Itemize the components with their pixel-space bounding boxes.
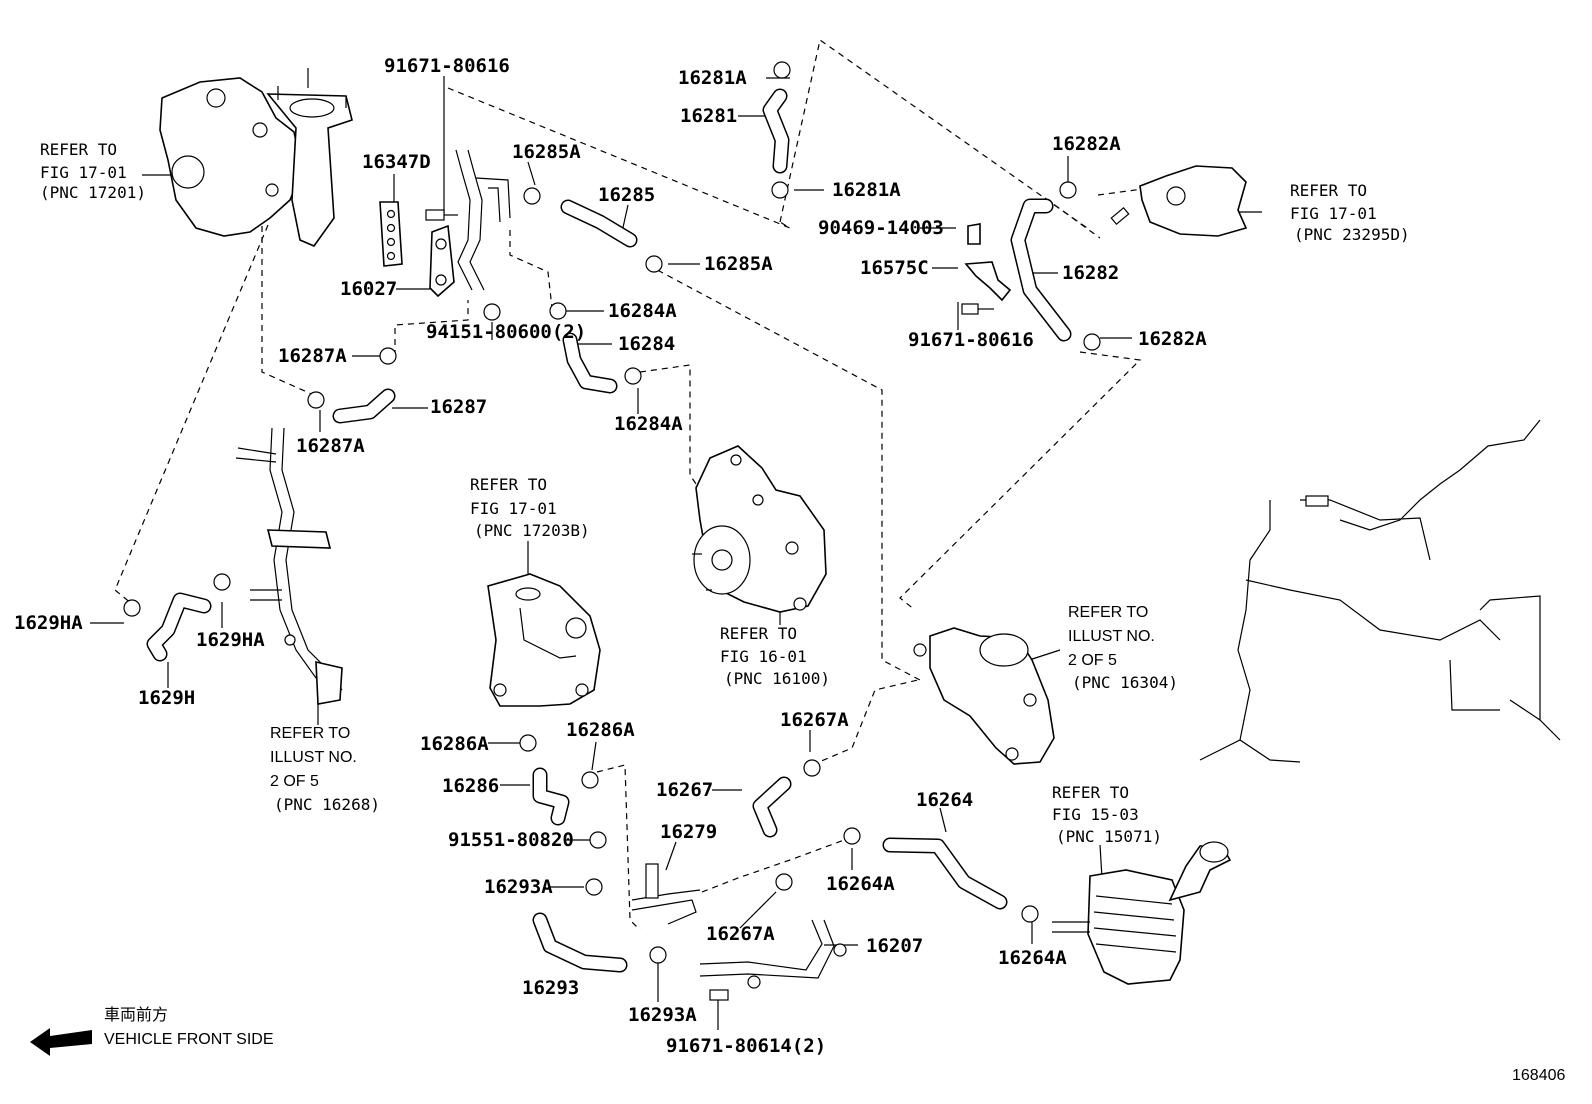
ref-16268-line-2: ILLUST NO. [270,749,357,766]
water-outlet-17203B-part [487,573,601,707]
ref-17201-line-2: FIG 17-01 [40,163,127,182]
label-16282A-top: 16282A [1052,133,1121,155]
label-16284: 16284 [618,333,675,355]
label-16575C: 16575C [860,257,929,279]
label-16293: 16293 [522,977,579,999]
ref-pnc-16304: REFER TO ILLUST NO. 2 OF 5 (PNC 16304) [1068,604,1178,692]
label-16286A-right: 16286A [566,719,635,741]
label-16287: 16287 [430,396,487,418]
ref-16304-line-3: 2 OF 5 [1068,652,1117,669]
ref-16304-line-1: REFER TO [1068,604,1148,621]
reference-notes: REFER TO FIG 17-01 (PNC 17201) REFER TO … [40,140,1410,846]
label-16281A-top: 16281A [678,67,747,89]
label-16279: 16279 [660,821,717,843]
bracket-16575C-part [961,223,1012,315]
ref-16268-line-1: REFER TO [270,725,350,742]
thermostat-housing-16304-part [913,627,1055,765]
label-91671-80616-mid: 91671-80616 [908,329,1034,351]
ref-17201-line-3: (PNC 17201) [40,183,146,202]
ref-23295D-line-3: (PNC 23295D) [1294,225,1410,244]
label-16027: 16027 [340,278,397,300]
label-1629HA-left: 1629HA [14,612,83,634]
ref-17203B-line-3: (PNC 17203B) [474,521,590,540]
ref-16100-line-3: (PNC 16100) [724,669,830,688]
label-16264A-bottom: 16264A [998,947,1067,969]
ref-pnc-16268: REFER TO ILLUST NO. 2 OF 5 (PNC 16268) [270,725,380,814]
leader-lines [90,76,1262,1030]
engine-block-outline [1199,419,1561,763]
coolant-hoses [146,88,1072,973]
label-16287A-bottom: 16287A [296,435,365,457]
ref-15071-line-1: REFER TO [1052,783,1129,802]
ref-pnc-17201: REFER TO FIG 17-01 (PNC 17201) [40,140,146,202]
label-16267A-top: 16267A [780,709,849,731]
ref-17203B-line-2: FIG 17-01 [470,499,557,518]
label-16285A-bottom: 16285A [704,253,773,275]
label-16281: 16281 [680,105,737,127]
label-16285A-top: 16285A [512,141,581,163]
pipe-16207-part [699,919,847,989]
water-pipe-16268-part [235,427,343,705]
label-16285: 16285 [598,184,655,206]
ref-16100-line-2: FIG 16-01 [720,647,807,666]
ref-16268-line-3: 2 OF 5 [270,773,319,790]
ref-pnc-23295D: REFER TO FIG 17-01 (PNC 23295D) [1290,181,1410,244]
turbo-housing-part [159,68,353,247]
throttle-body-part [1110,165,1248,237]
ref-17203B-line-1: REFER TO [470,475,547,494]
ref-pnc-15071: REFER TO FIG 15-03 (PNC 15071) [1052,783,1162,846]
ref-17201-line-1: REFER TO [40,140,117,159]
label-16267: 16267 [656,779,713,801]
vehicle-front-jp-label: 車両前方 [104,1006,168,1024]
label-91551-80820: 91551-80820 [448,829,574,851]
ref-16304-line-2: ILLUST NO. [1068,628,1155,645]
label-16282A-bottom: 16282A [1138,328,1207,350]
ref-16304-line-4: (PNC 16304) [1072,673,1178,692]
ref-23295D-line-2: FIG 17-01 [1290,204,1377,223]
label-91671-80614: 91671-80614(2) [666,1035,826,1057]
label-16286: 16286 [442,775,499,797]
figure-number: 168406 [1512,1067,1565,1084]
label-16284A-top: 16284A [608,300,677,322]
ref-23295D-line-1: REFER TO [1290,181,1367,200]
label-94151-80600: 94151-80600(2) [426,321,586,343]
hose-clamps [123,61,1101,1001]
vehicle-front-arrow-icon [30,1028,92,1056]
ref-15071-line-2: FIG 15-03 [1052,805,1139,824]
ref-pnc-17203B: REFER TO FIG 17-01 (PNC 17203B) [470,475,590,540]
label-90469-14003: 90469-14003 [818,217,944,239]
part-number-labels: 91671-80616 16347D 16027 16285A 16285 16… [14,55,1207,1057]
water-pump-16100-part [692,445,827,613]
vehicle-front-en-label: VEHICLE FRONT SIDE [104,1031,274,1048]
label-16347D: 16347D [362,151,431,173]
label-16293A-bottom: 16293A [628,1004,697,1026]
label-16264A-top: 16264A [826,873,895,895]
ref-15071-line-3: (PNC 15071) [1056,827,1162,846]
label-16207: 16207 [866,935,923,957]
label-16286A-left: 16286A [420,733,489,755]
label-16264: 16264 [916,789,973,811]
ref-16100-line-1: REFER TO [720,624,797,643]
label-16281A-bottom: 16281A [832,179,901,201]
oil-cooler-15071-part [1052,841,1232,985]
label-1629HA-right: 1629HA [196,629,265,651]
ref-16268-line-4: (PNC 16268) [274,795,380,814]
label-16293A-top: 16293A [484,876,553,898]
label-16287A-top: 16287A [278,345,347,367]
pipe-16279-part [631,863,701,925]
ref-pnc-16100: REFER TO FIG 16-01 (PNC 16100) [720,624,830,688]
pipe-assembly-16027-part [425,149,511,321]
label-1629H: 1629H [138,687,195,709]
label-16282: 16282 [1062,262,1119,284]
label-16267A-bottom: 16267A [706,923,775,945]
gasket-16347D-part [379,201,403,267]
label-91671-80616-top: 91671-80616 [384,55,510,77]
label-16284A-bottom: 16284A [614,413,683,435]
dashed-routing-lines [114,38,1151,931]
